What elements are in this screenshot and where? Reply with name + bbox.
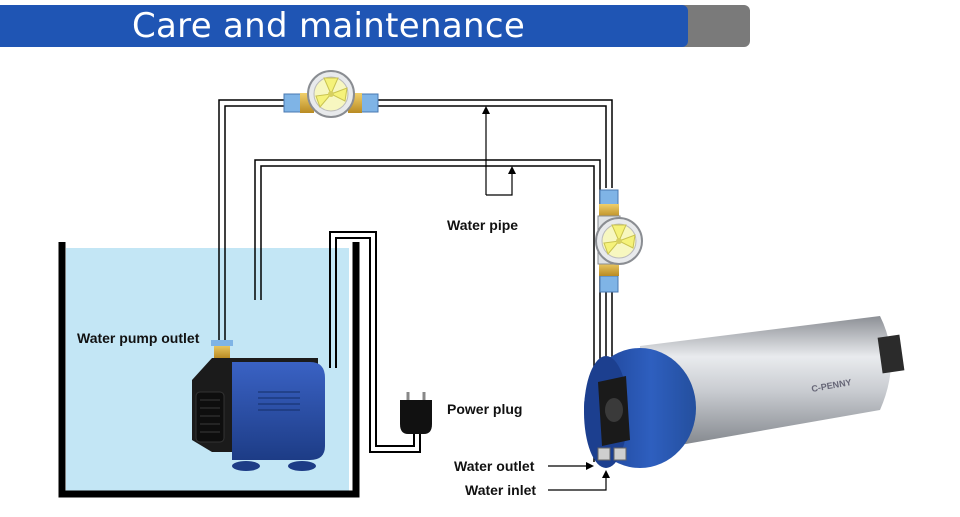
- title-banner: Care and maintenance: [0, 5, 688, 47]
- page-title: Care and maintenance: [132, 6, 526, 46]
- return-water-pipe: [254, 159, 601, 462]
- label-water-pump-outlet: Water pump outlet: [77, 330, 200, 346]
- label-water-outlet: Water outlet: [454, 458, 535, 474]
- impeller-icon: [315, 77, 348, 108]
- impeller-icon: [603, 224, 636, 255]
- power-plug: [400, 392, 432, 434]
- flow-indicator-top: [283, 70, 379, 118]
- spindle-motor: C-PENNY: [584, 316, 905, 468]
- arrow-heads: [482, 106, 610, 478]
- power-cable: [329, 231, 421, 453]
- water-pump: [192, 340, 325, 471]
- label-water-inlet: Water inlet: [465, 482, 537, 498]
- label-power-plug: Power plug: [447, 401, 523, 417]
- outer-water-pipe: [218, 99, 613, 342]
- flow-indicator-side: [595, 189, 643, 293]
- label-water-pipe: Water pipe: [447, 217, 519, 233]
